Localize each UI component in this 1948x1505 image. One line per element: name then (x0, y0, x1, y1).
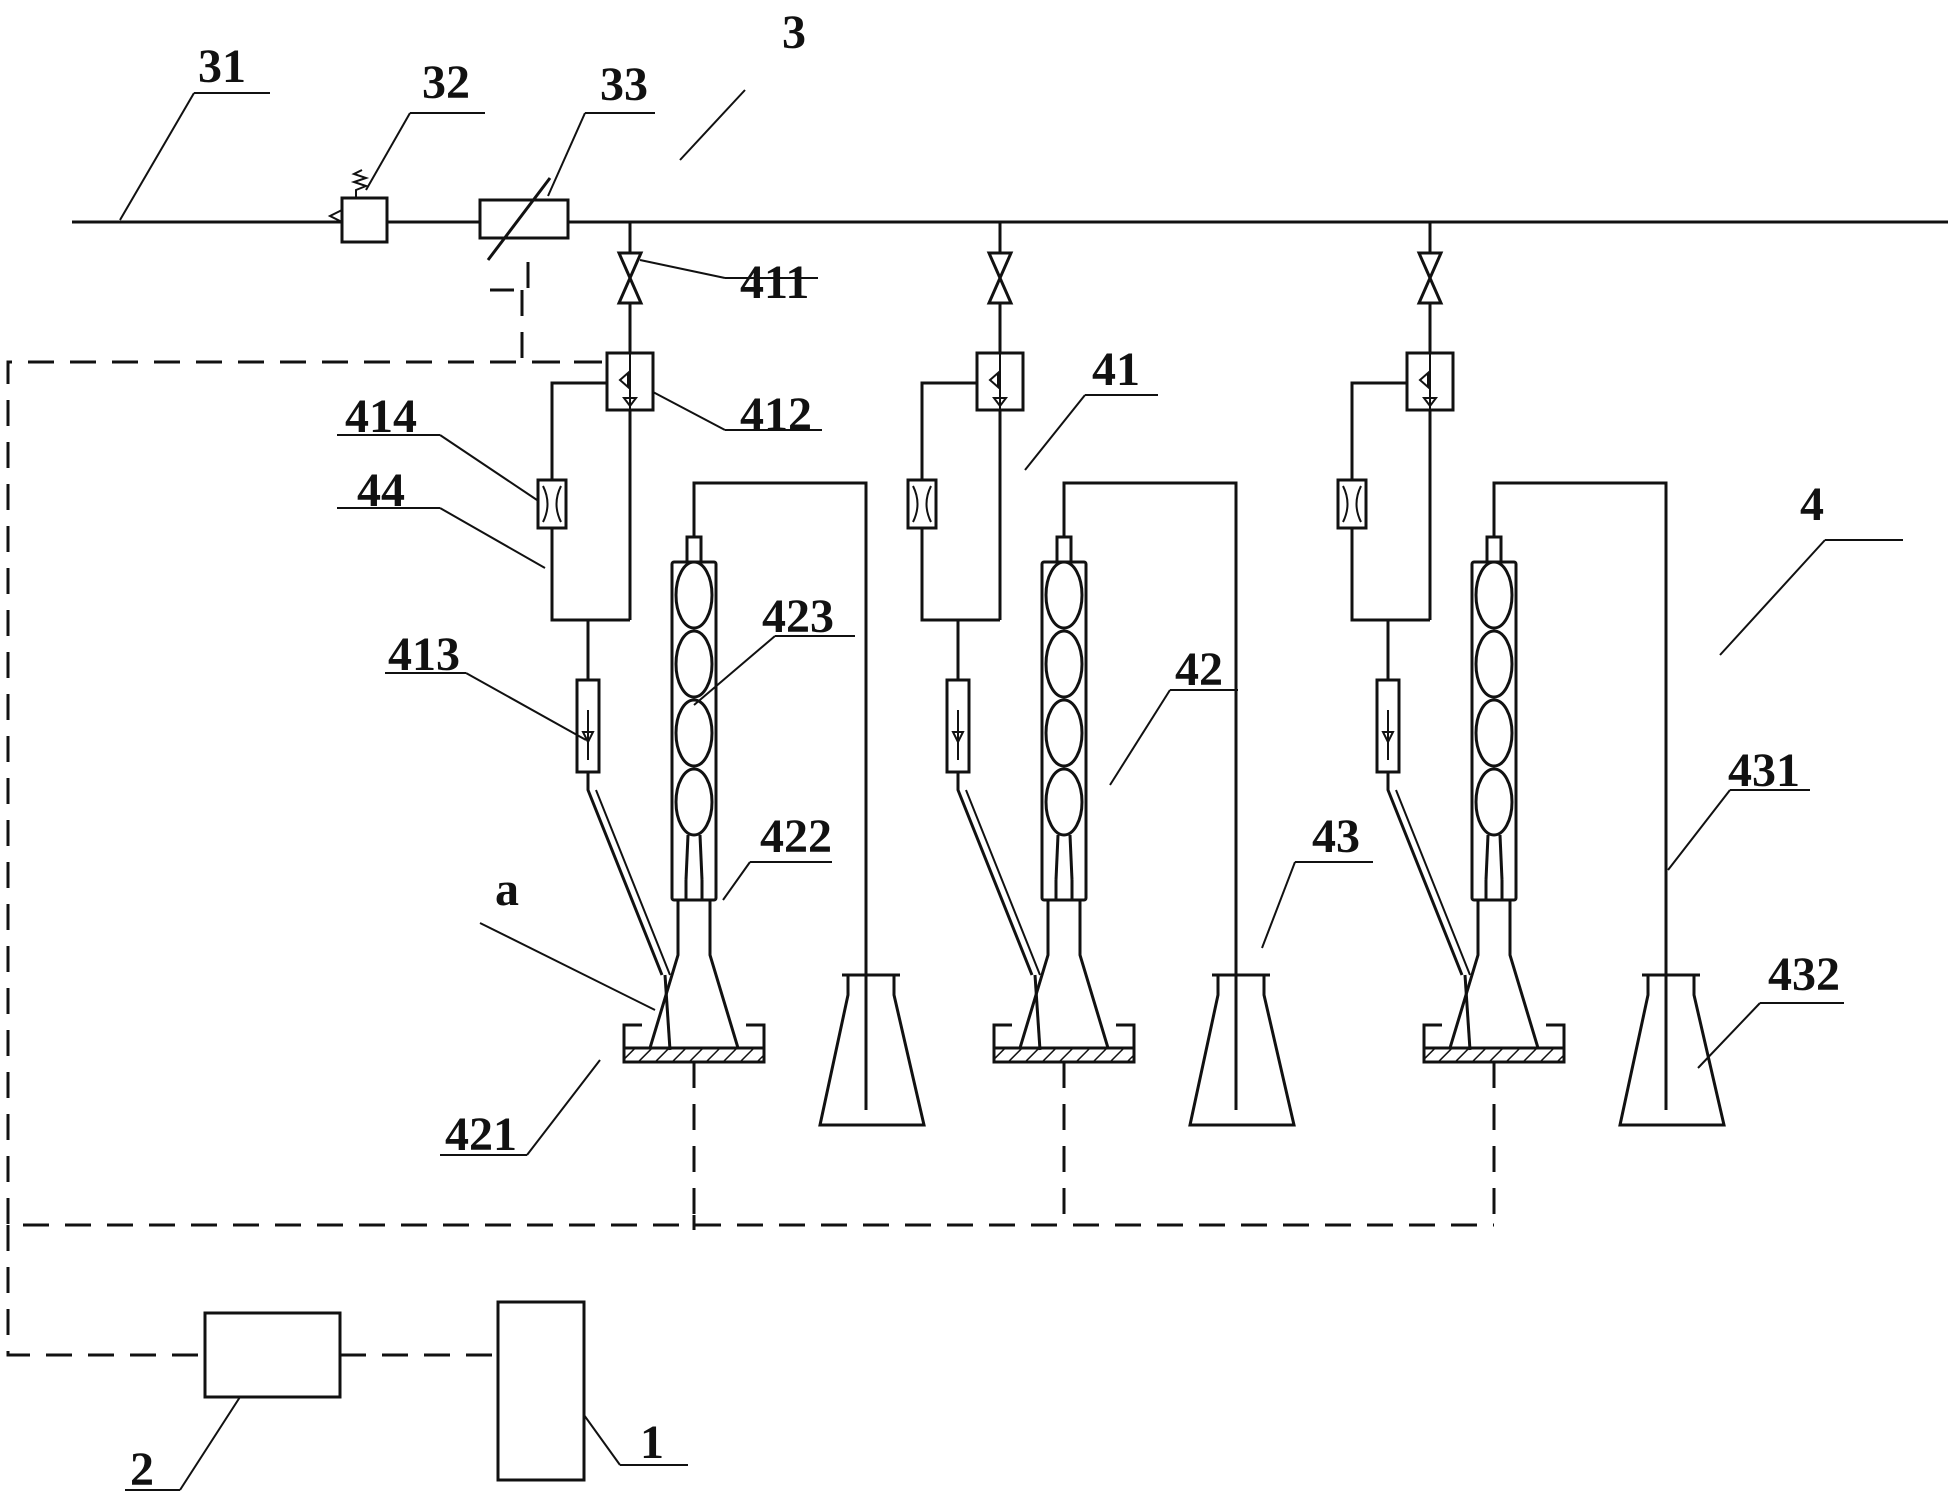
label-4: 4 (1800, 478, 1824, 531)
label-413: 413 (388, 628, 460, 681)
label-1: 1 (640, 1416, 664, 1469)
label-432: 432 (1768, 948, 1840, 1001)
label-41: 41 (1092, 343, 1140, 396)
computer-box (496, 1300, 586, 1482)
flow-controller (478, 177, 570, 261)
label-a: a (495, 863, 519, 916)
check-valve (327, 169, 389, 244)
sampling-unit-1 (536, 221, 926, 1227)
label-32: 32 (422, 56, 470, 109)
label-414: 414 (345, 390, 417, 443)
sampling-unit-3 (1336, 221, 1726, 1227)
label-31: 31 (198, 40, 246, 93)
label-422: 422 (760, 810, 832, 863)
leader-lines (119, 89, 1903, 1491)
controller-box (203, 1311, 342, 1399)
label-412: 412 (740, 388, 812, 441)
label-43: 43 (1312, 810, 1360, 863)
label-44: 44 (357, 464, 405, 517)
label-33: 33 (600, 58, 648, 111)
control-wiring (6, 262, 1494, 1357)
label-2: 2 (130, 1443, 154, 1496)
label-431: 431 (1728, 744, 1800, 797)
label-423: 423 (762, 590, 834, 643)
label-3: 3 (782, 6, 806, 59)
label-42: 42 (1175, 643, 1223, 696)
label-411: 411 (740, 256, 809, 309)
label-421: 421 (445, 1108, 517, 1161)
